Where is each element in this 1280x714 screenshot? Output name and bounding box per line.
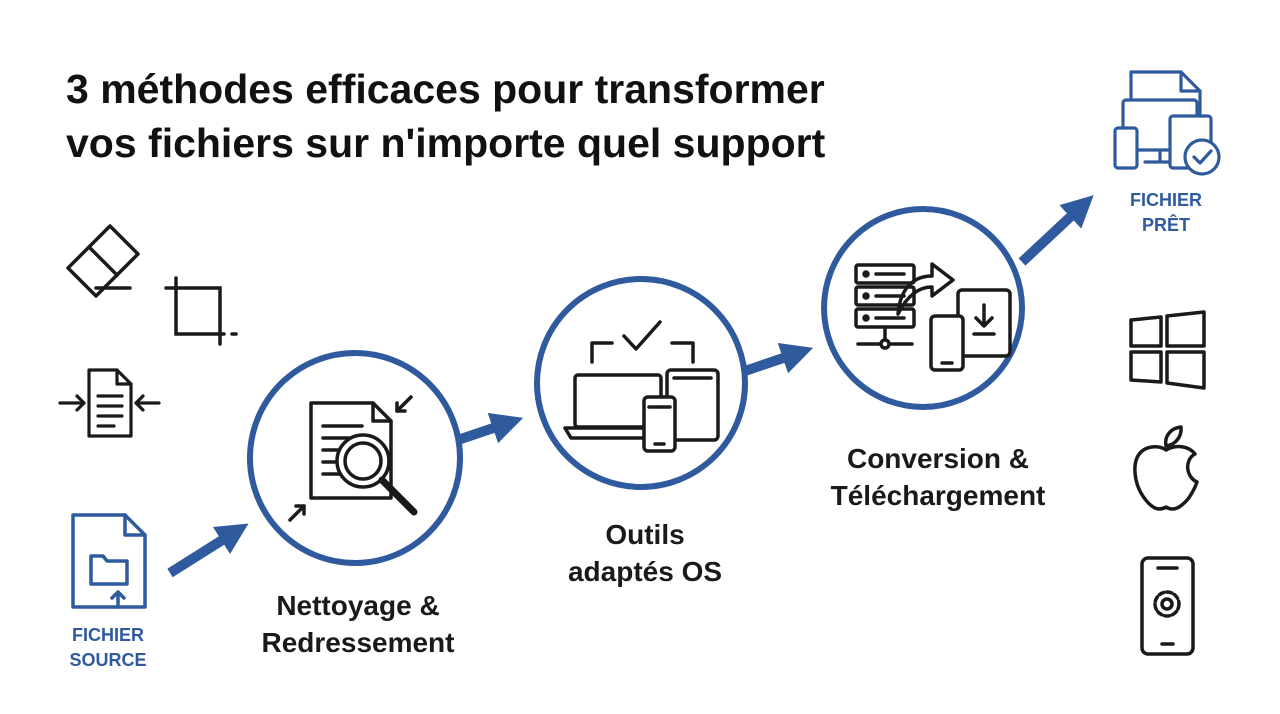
step2-label-line-1: Outils bbox=[605, 519, 685, 550]
document-magnifier-icon bbox=[288, 395, 418, 522]
step3-label-line-2: Téléchargement bbox=[830, 480, 1046, 511]
result-label-line-2: PRÊT bbox=[1141, 215, 1190, 235]
step3-circle bbox=[821, 206, 1025, 410]
page-title-line-2: vos fichiers sur n'importe quel support bbox=[66, 120, 826, 166]
step3-label: Conversion & Téléchargement bbox=[788, 440, 1088, 514]
mobile-settings-icon bbox=[1140, 556, 1195, 656]
document-folder-upload-icon bbox=[71, 513, 147, 609]
flow-arrow-source-to-step1 bbox=[167, 523, 249, 578]
crop-icon bbox=[164, 276, 238, 346]
flow-arrow-step2-to-step3 bbox=[740, 342, 814, 377]
eraser-icon bbox=[66, 224, 140, 298]
result-label-line-1: FICHIER bbox=[1130, 190, 1202, 210]
server-transfer-download-icon bbox=[854, 262, 1012, 372]
page-title-line-1: 3 méthodes efficaces pour transformer bbox=[66, 66, 825, 112]
result-file-label: FICHIER PRÊT bbox=[1106, 188, 1226, 238]
source-file-label: FICHIER SOURCE bbox=[48, 623, 168, 673]
step1-label-line-1: Nettoyage & bbox=[276, 590, 440, 621]
step1-label: Nettoyage & Redressement bbox=[218, 587, 498, 661]
step3-label-line-1: Conversion & bbox=[846, 443, 1030, 474]
step2-label-line-2: adaptés OS bbox=[567, 556, 723, 587]
apple-icon bbox=[1133, 425, 1199, 511]
windows-icon bbox=[1129, 310, 1206, 390]
flow-arrow-step1-to-step2 bbox=[453, 412, 524, 446]
source-label-line-1: FICHIER bbox=[72, 625, 144, 645]
step1-label-line-2: Redressement bbox=[261, 627, 455, 658]
source-label-line-2: SOURCE bbox=[69, 650, 147, 670]
page-title: 3 méthodes efficaces pour transformer vo… bbox=[66, 62, 825, 170]
devices-check-icon bbox=[563, 320, 720, 453]
step2-label: Outils adaptés OS bbox=[510, 516, 780, 590]
multi-device-check-icon bbox=[1113, 70, 1221, 176]
flow-arrow-step3-to-result bbox=[1018, 195, 1094, 266]
compress-document-icon bbox=[58, 368, 161, 438]
